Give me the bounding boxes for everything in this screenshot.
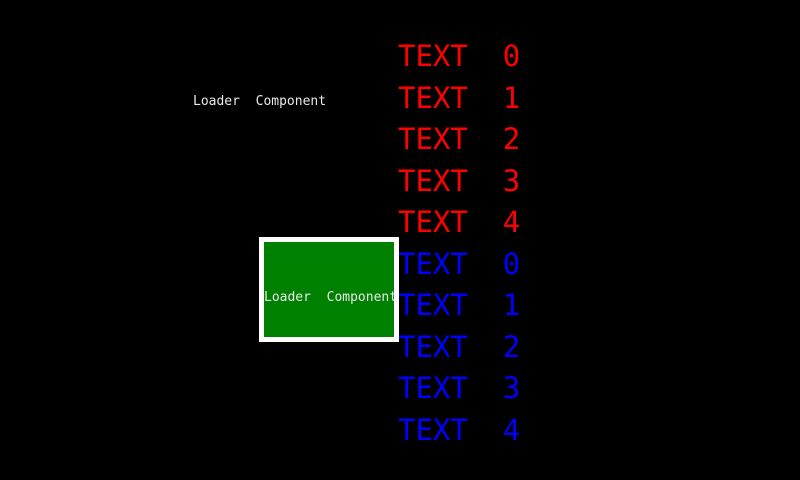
text-row-red-1: TEXT 1	[398, 80, 521, 115]
text-row-red-0: TEXT 0	[398, 39, 521, 73]
text-row-blue-4: TEXT 4	[398, 412, 521, 447]
text-row-blue-0: TEXT 0	[398, 246, 521, 281]
text-row-red-3: TEXT 3	[398, 163, 521, 198]
loader-component-label-plain: Loader Component	[193, 94, 327, 109]
text-row-blue-3: TEXT 3	[398, 371, 521, 405]
loader-component-box: Loader Component	[259, 237, 399, 342]
text-row-red-2: TEXT 2	[398, 122, 521, 156]
text-row-blue-1: TEXT 1	[398, 288, 521, 322]
loader-component-box-label: Loader Component	[264, 290, 398, 305]
text-row-blue-2: TEXT 2	[398, 329, 521, 364]
text-row-red-4: TEXT 4	[398, 205, 521, 239]
